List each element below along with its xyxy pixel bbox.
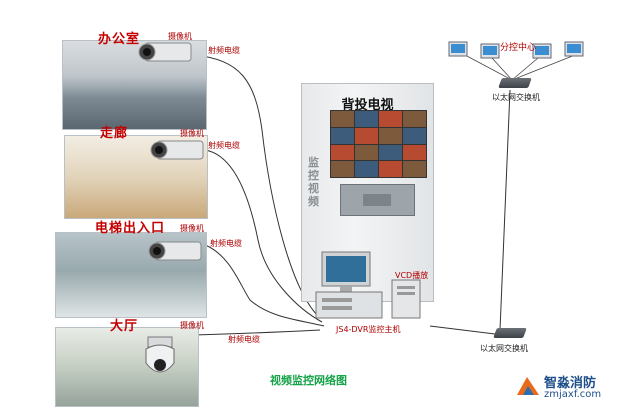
ethernet-switch-icon xyxy=(493,328,527,338)
camera-label: 摄像机 xyxy=(180,224,204,233)
dome-camera-icon xyxy=(145,336,175,373)
branch-pcs-icon xyxy=(448,41,584,59)
camera-label: 摄像机 xyxy=(180,321,204,330)
dvr-host-icon xyxy=(315,251,383,319)
vcd-player-icon xyxy=(391,279,421,319)
dvr-host-label: JS4-DVR监控主机 xyxy=(336,325,401,334)
lobby-photo xyxy=(55,327,199,407)
room-label-corridor: 走廊 xyxy=(100,126,129,141)
switch-label-bottom: 以太网交换机 xyxy=(480,344,528,353)
watermark-logo-icon xyxy=(517,377,539,395)
cable-label: 射频电缆 xyxy=(208,141,240,150)
diagram-caption: 视频监控网络图 xyxy=(270,374,347,387)
camera-icon xyxy=(148,241,202,261)
branch-center-label: 分控中心 xyxy=(500,43,537,53)
control-console xyxy=(340,184,415,216)
monitor-grid xyxy=(330,110,427,178)
cable-label: 射频电缆 xyxy=(228,335,260,344)
watermark-name: 智淼消防 xyxy=(544,376,597,391)
room-label-elevator: 电梯出入口 xyxy=(95,221,166,236)
cable-label: 射频电缆 xyxy=(210,239,242,248)
watermark-url: zmjaxf.com xyxy=(544,389,602,400)
room-label-lobby: 大厅 xyxy=(110,319,139,334)
tv-wall-vertical-text: 监控视频 xyxy=(308,156,319,208)
cable-label: 射频电缆 xyxy=(208,46,240,55)
room-label-office: 办公室 xyxy=(98,32,141,47)
camera-label: 摄像机 xyxy=(168,32,192,41)
ethernet-switch-icon xyxy=(498,78,532,88)
vcd-player-label: VCD播放 xyxy=(395,271,429,280)
camera-icon xyxy=(138,42,192,62)
camera-label: 摄像机 xyxy=(180,129,204,138)
tv-wall-title: 背投电视 xyxy=(341,98,394,113)
camera-icon xyxy=(150,140,204,160)
switch-label-top: 以太网交换机 xyxy=(492,93,540,102)
